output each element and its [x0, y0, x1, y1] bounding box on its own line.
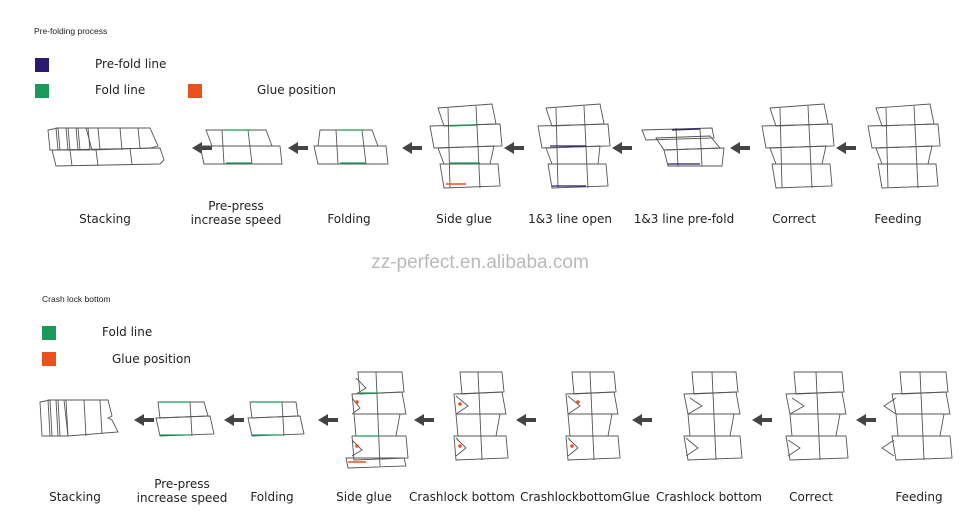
- step-label-line-open: 1&3 line open: [528, 212, 612, 226]
- correct-box-1: [761, 103, 835, 189]
- step-label-crashlock-bottom-glue: CrashlockbottomGlue: [520, 490, 650, 504]
- stacking-boxes-2: [39, 399, 119, 437]
- arrow-icon: [402, 142, 422, 154]
- line-open-box: [537, 103, 611, 189]
- step-label-folding-2: Folding: [250, 490, 294, 504]
- step-label-line-prefold: 1&3 line pre-fold: [633, 212, 735, 226]
- glue-position-swatch: [188, 84, 202, 98]
- prepress-box-1: [199, 129, 283, 165]
- side-glue-box-1: [429, 103, 503, 189]
- glue-position-swatch-2: [42, 352, 56, 366]
- section2-title: Crash lock bottom: [42, 294, 111, 304]
- arrow-icon: [504, 142, 524, 154]
- arrow-icon: [134, 414, 154, 426]
- step-label-side-glue-2: Side glue: [336, 490, 392, 504]
- glue-position-legend-label-2: Glue position: [112, 352, 191, 366]
- arrow-icon: [516, 414, 536, 426]
- crashlock-bottom-glue-box: [565, 371, 621, 461]
- arrow-icon: [318, 414, 338, 426]
- step-label-feeding-1: Feeding: [874, 212, 922, 226]
- fold-line-legend-label-2: Fold line: [102, 325, 153, 339]
- section1-title: Pre-folding process: [34, 26, 108, 36]
- arrow-icon: [752, 414, 772, 426]
- step-label-folding-1: Folding: [327, 212, 371, 226]
- step-label-correct-1: Correct: [772, 212, 816, 226]
- step-label-side-glue-1: Side glue: [436, 212, 492, 226]
- fold-line-swatch: [35, 84, 49, 98]
- arrow-icon: [632, 414, 652, 426]
- prepress-line2: increase speed: [190, 213, 282, 227]
- crashlock-bottom-box-b: [683, 371, 743, 461]
- prepress-box-2: [155, 401, 215, 437]
- prefold-line-swatch: [35, 58, 49, 72]
- glue-position-legend-label: Glue position: [257, 83, 336, 97]
- arrow-icon: [730, 142, 750, 154]
- step-label-stacking-1: Stacking: [79, 212, 131, 226]
- watermark: zz-perfect.en.alibaba.com: [371, 252, 589, 273]
- arrow-icon: [836, 142, 856, 154]
- step-label-correct-2: Correct: [789, 490, 833, 504]
- folding-box-2: [247, 401, 305, 437]
- arrow-icon: [192, 142, 212, 154]
- prepress-line1: Pre-press: [208, 199, 264, 213]
- step-label-stacking-2: Stacking: [49, 490, 101, 504]
- step-label-crashlock-bottom-a: Crashlock bottom: [409, 490, 515, 504]
- feeding-box-2: [881, 371, 953, 461]
- fold-line-legend-label: Fold line: [95, 83, 146, 97]
- fold-line-swatch-2: [42, 326, 56, 340]
- crashlock-bottom-box-a: [453, 371, 509, 461]
- arrow-icon: [414, 414, 434, 426]
- step-label-feeding-2: Feeding: [895, 490, 943, 504]
- feeding-box-1: [867, 103, 941, 189]
- folding-box-1: [313, 129, 389, 165]
- step-label-crashlock-bottom-b: Crashlock bottom: [656, 490, 762, 504]
- arrow-icon: [288, 142, 308, 154]
- arrow-icon: [224, 414, 244, 426]
- stacking-boxes-1: [47, 127, 165, 167]
- side-glue-box-2: [345, 371, 409, 469]
- arrow-icon: [612, 142, 632, 154]
- prepress2-line2: increase speed: [136, 491, 228, 505]
- prepress2-line1: Pre-press: [154, 477, 210, 491]
- arrow-icon: [856, 414, 876, 426]
- correct-box-2: [785, 371, 849, 461]
- prefold-line-legend-label: Pre-fold line: [95, 57, 167, 71]
- line-prefold-box: [641, 127, 725, 167]
